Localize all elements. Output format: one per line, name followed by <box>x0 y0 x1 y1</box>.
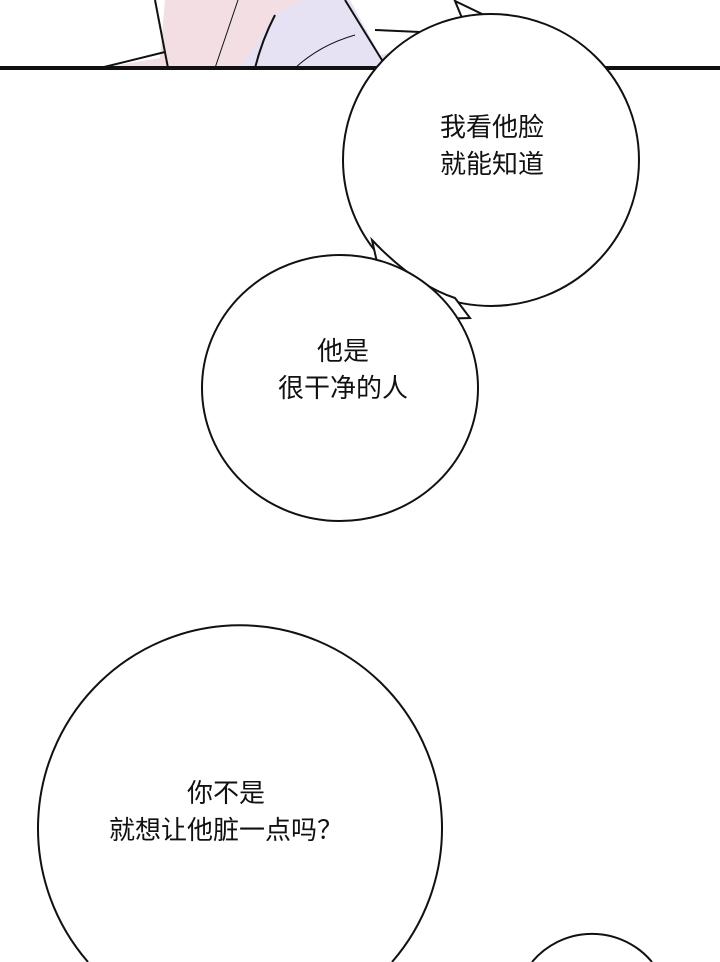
speech-bubble-3 <box>37 624 443 962</box>
bubble-line: 他是 <box>316 337 370 367</box>
speech-bubble-1 <box>342 13 640 307</box>
bubble-line: 你不是 <box>186 779 266 809</box>
bubble-3-text: 你不是 就想让他脏一点吗？ <box>109 776 343 850</box>
top-panel-illustration <box>99 0 421 69</box>
bubble-line: 很干净的人 <box>277 374 409 404</box>
speech-bubble-4 <box>531 932 653 962</box>
bubble-1-text: 我看他脸 就能知道 <box>440 110 544 184</box>
speech-bubble-2 <box>201 254 479 522</box>
bubble-line: 我看他脸 <box>439 113 545 143</box>
bubble-line: 就想让他脏一点吗？ <box>108 816 344 846</box>
bubble-line: 就能知道 <box>439 150 545 180</box>
bubble-2-text: 他是 很干净的人 <box>278 334 408 408</box>
